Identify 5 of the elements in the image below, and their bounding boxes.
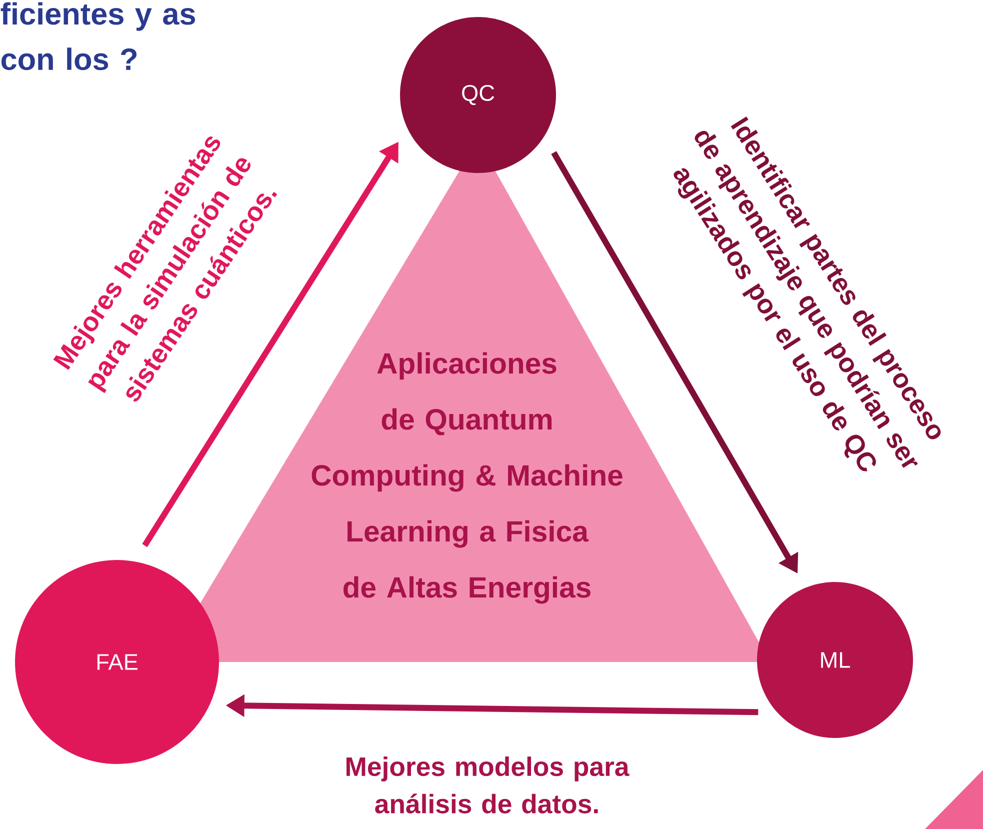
edge-label: Mejores modelos para análisis de datos. (346, 756, 630, 814)
circle-node: QC (400, 17, 556, 173)
heading: ficientes y as con los ? (0, 2, 196, 70)
circle-node: ML (757, 582, 913, 738)
circle-node: FAE (15, 560, 219, 764)
